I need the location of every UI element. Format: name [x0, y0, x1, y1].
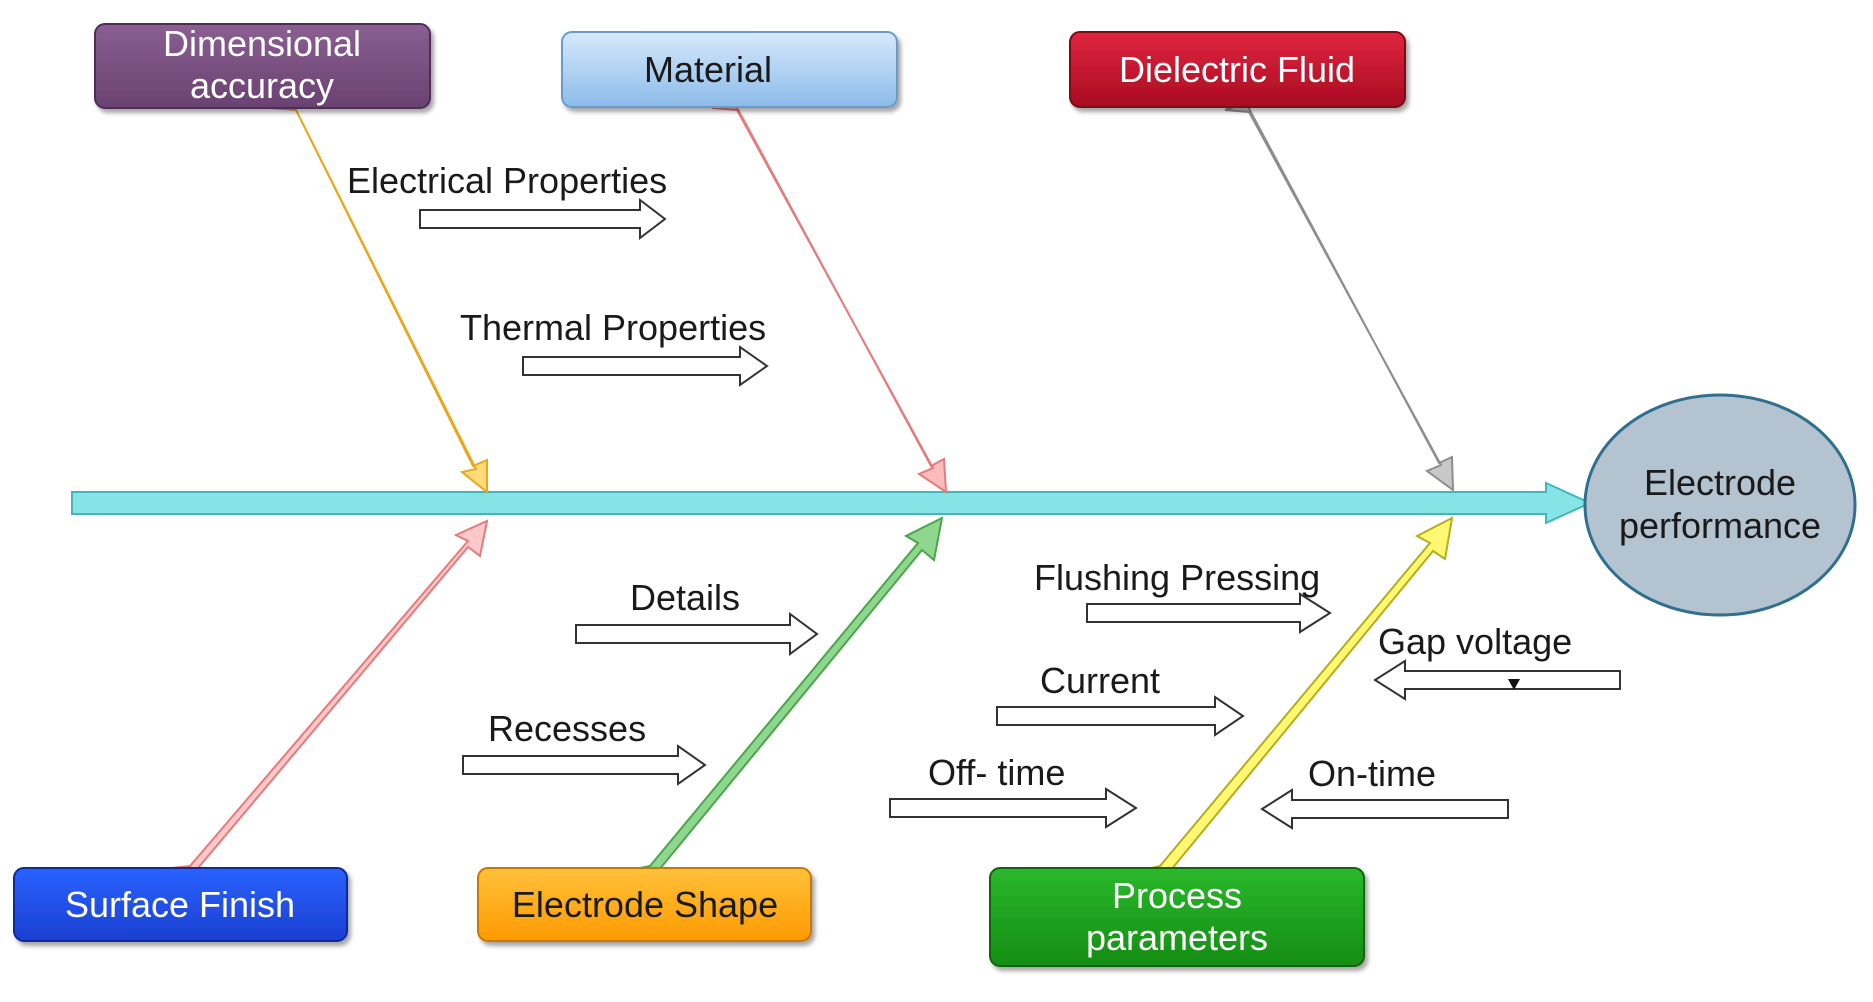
factor-arrow-on-time — [1260, 788, 1509, 830]
bone-surface-finish — [171, 519, 489, 876]
factor-label-gap-voltage: Gap voltage — [1378, 621, 1572, 662]
category-label-surface-finish: Surface Finish — [65, 884, 295, 925]
factor-label-current: Current — [1040, 660, 1160, 701]
bone-electrode-shape — [629, 516, 944, 878]
category-box-dimensional-accuracy: Dimensional accuracy — [94, 23, 431, 109]
category-box-dielectric-fluid: Dielectric Fluid — [1069, 31, 1406, 108]
factor-label-electrical-properties: Electrical Properties — [347, 160, 667, 201]
category-box-material: Material — [561, 31, 898, 108]
main-spine-arrow — [71, 481, 1593, 525]
bone-material — [711, 100, 948, 494]
category-label-process-parameters-line2: parameters — [1086, 917, 1268, 958]
category-box-electrode-shape: Electrode Shape — [477, 867, 812, 942]
factor-arrow-flushing-pressing — [1086, 592, 1332, 634]
effect-circle: Electrode performance — [1583, 393, 1857, 617]
factor-arrow-off-time — [889, 787, 1138, 829]
factor-label-thermal-properties: Thermal Properties — [460, 307, 766, 348]
factor-arrow-recesses — [462, 744, 707, 786]
factor-arrow-details — [575, 612, 819, 656]
bone-process-parameters — [1142, 516, 1454, 878]
bone-dimensional-accuracy — [269, 100, 488, 495]
category-label-dimensional-accuracy-line2: accuracy — [190, 65, 334, 106]
factor-label-on-time: On-time — [1308, 753, 1436, 794]
category-label-dielectric-fluid: Dielectric Fluid — [1119, 49, 1355, 90]
category-label-process-parameters-line1: Process — [1112, 875, 1242, 916]
category-box-surface-finish: Surface Finish — [13, 867, 348, 942]
factor-label-recesses: Recesses — [488, 708, 646, 749]
category-label-material: Material — [644, 49, 772, 90]
bone-dielectric-fluid — [1224, 101, 1455, 493]
factor-label-flushing-pressing: Flushing Pressing — [1034, 557, 1320, 598]
factor-arrow-thermal-properties — [522, 345, 769, 387]
factor-label-details: Details — [630, 577, 740, 618]
category-label-electrode-shape: Electrode Shape — [512, 884, 778, 925]
effect-label-line1: Electrode — [1644, 462, 1796, 503]
factor-arrow-current — [996, 695, 1245, 737]
category-label-dimensional-accuracy-line1: Dimensional — [163, 23, 361, 64]
category-box-process-parameters: Process parameters — [989, 867, 1365, 967]
factor-arrow-gap-voltage — [1373, 659, 1621, 701]
factor-arrow-electrical-properties — [419, 197, 667, 241]
factor-label-off-time: Off- time — [928, 752, 1065, 793]
effect-label-line2: performance — [1619, 505, 1821, 546]
